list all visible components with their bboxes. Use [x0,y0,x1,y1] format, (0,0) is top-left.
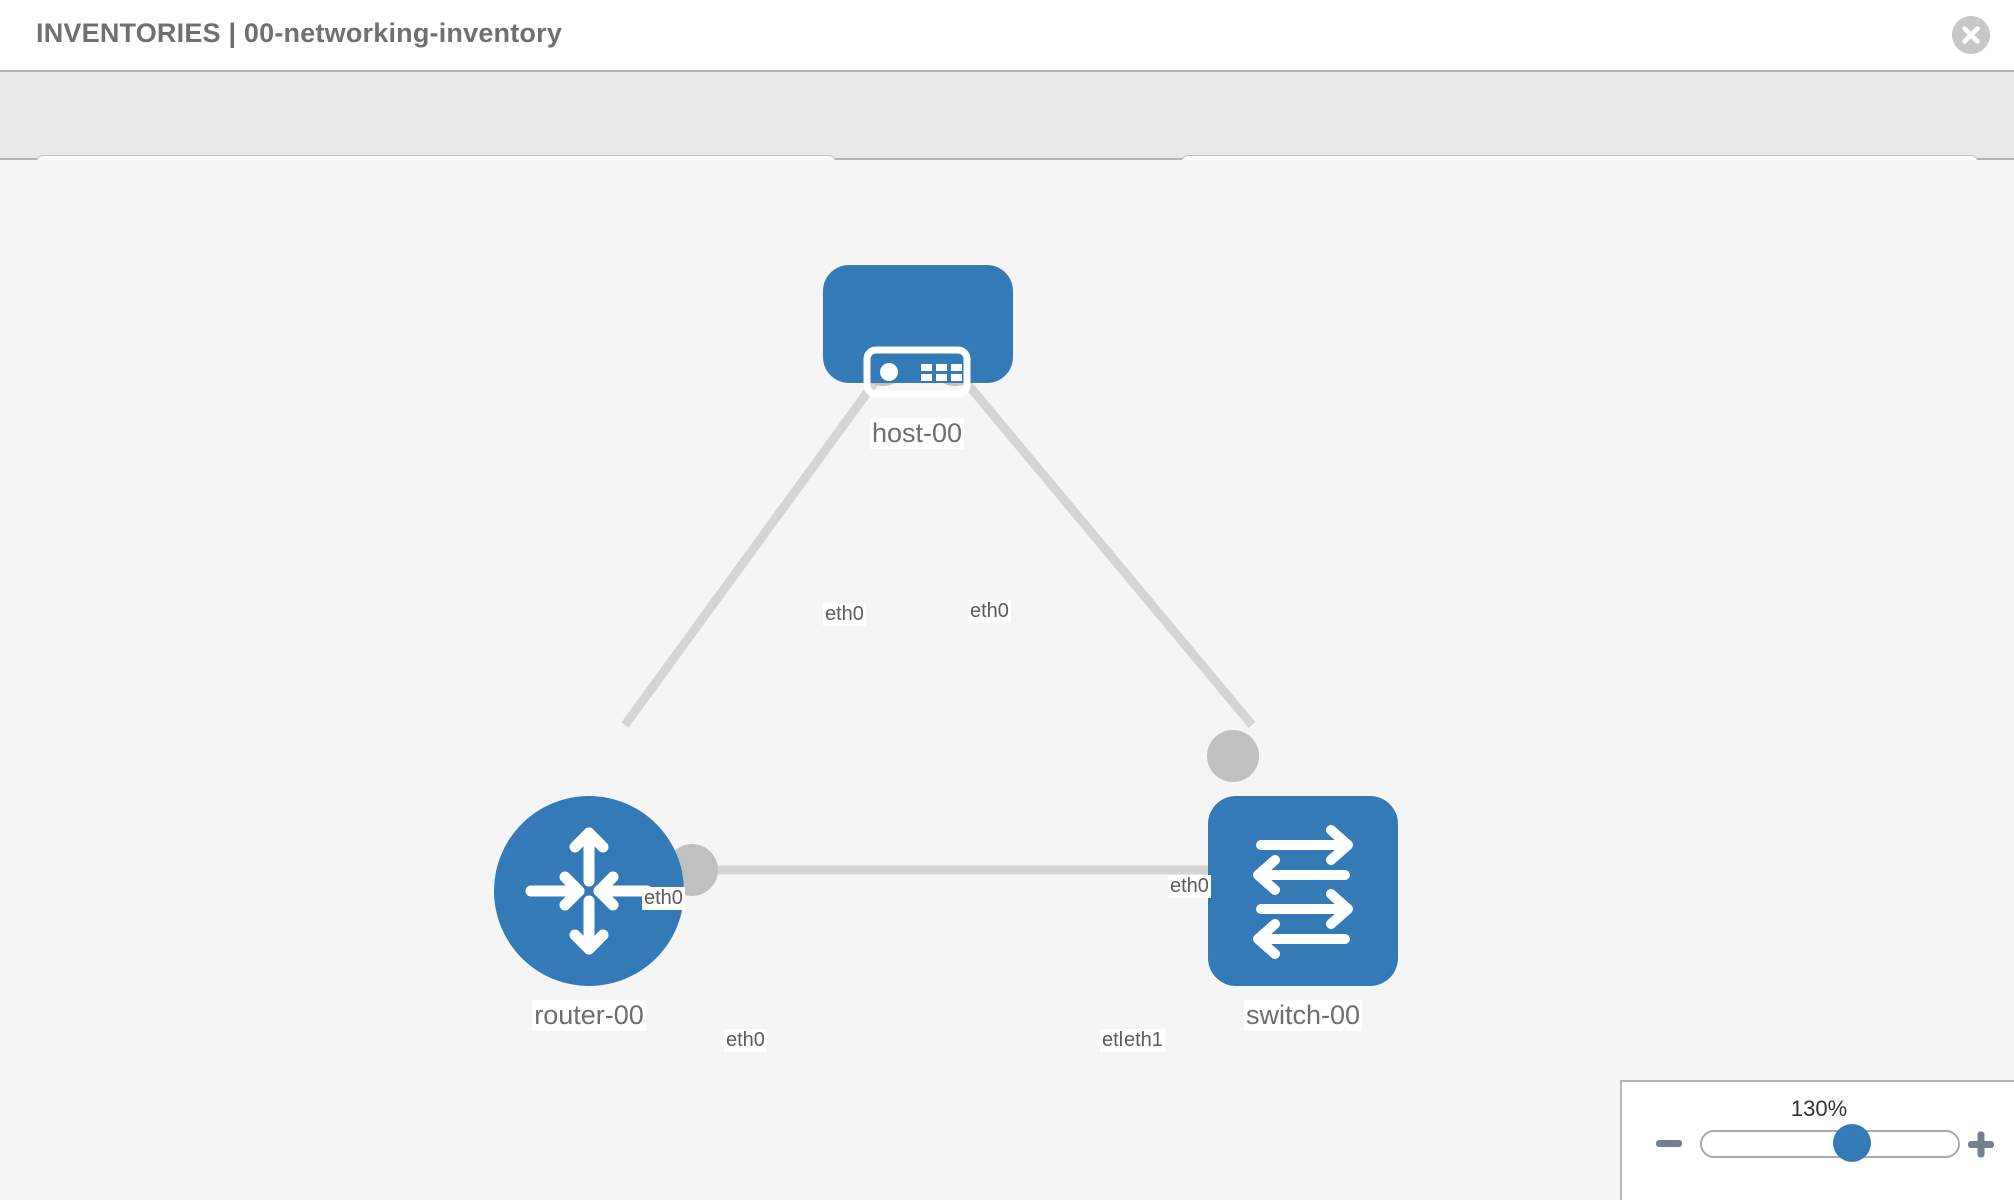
port-label-router00-eth0-uplink: eth0 [642,887,685,910]
link-host00-router00[interactable] [621,372,884,728]
topology-links [621,372,1256,875]
switch-arrows-icon [1253,825,1353,959]
topology-canvas[interactable]: host-00 router-00 switch-00 eth0 eth0 et… [0,160,2014,1200]
link-host00-switch00[interactable] [956,372,1256,728]
node-host-00-shape[interactable] [823,265,1013,383]
port-label-switch00-eth0-uplink: eth0 [1168,875,1211,898]
zoom-in-button[interactable] [1966,1130,1996,1165]
node-router-00-shape[interactable] [494,796,684,986]
server-icon [863,346,971,398]
zoom-control-panel: 130% [1620,1080,2014,1200]
node-label-router-00: router-00 [532,1000,646,1031]
node-label-host-00: host-00 [869,418,965,449]
node-router-00[interactable] [494,796,684,986]
node-host-00[interactable] [823,265,1013,398]
node-label-switch-00: switch-00 [1243,1000,1363,1031]
close-icon [1952,16,1990,54]
plus-icon [1968,1131,1994,1158]
port-switch00-eth0[interactable] [1207,730,1259,782]
node-switch-00-shape[interactable] [1208,796,1398,986]
port-label-host00-eth0-right: eth0 [968,600,1011,623]
close-button[interactable] [1952,16,1990,54]
page-title: INVENTORIES | 00-networking-inventory [36,18,563,48]
port-label-switch00-eth1: eth1 [1122,1029,1165,1052]
zoom-level-value: 130% [1790,1096,1848,1121]
page-header: INVENTORIES | 00-networking-inventory [0,0,2014,70]
minus-icon [1656,1140,1682,1147]
topology-graph [494,265,1398,986]
zoom-slider-handle[interactable] [1833,1124,1872,1162]
router-arrows-icon [525,827,653,955]
toolbar: ACTIONS SEARCH [0,70,2014,213]
node-switch-00[interactable] [1208,796,1398,986]
zoom-slider-track[interactable] [1700,1130,1960,1158]
zoom-out-button[interactable] [1654,1130,1684,1163]
port-label-host00-eth0-left: eth0 [823,603,866,626]
port-label-router00-eth0: eth0 [724,1029,767,1052]
